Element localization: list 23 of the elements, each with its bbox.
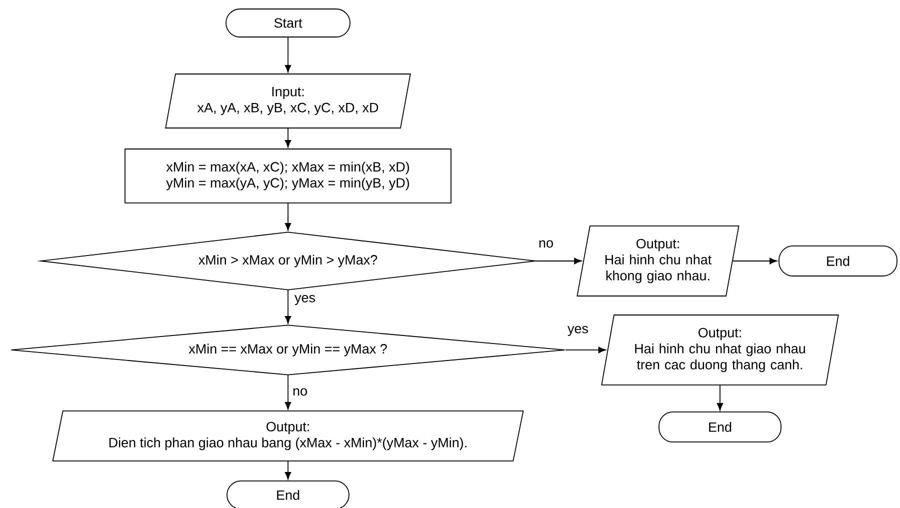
terminal-box: Start (226, 8, 350, 38)
io-parallelogram: Output: Hai hinh chu nhat giao nhau tren cac duong thang canh. (601, 314, 839, 386)
arrow (565, 346, 606, 354)
io-parallelogram: Output: Hai hinh chu nhat khong giao nhau. (576, 226, 740, 296)
edge-label: yes (294, 294, 316, 306)
edge-label: no (292, 387, 309, 397)
edge-label: yes (566, 324, 590, 338)
edge-label: no (538, 239, 555, 249)
arrow (536, 258, 582, 264)
terminal-box: End (658, 412, 782, 442)
arrow (284, 374, 292, 410)
process-box: xMin = max(xA, xC); xMax = min(xB, xD) yMin = max(yA, yC); yMax = min(yB, yD) (124, 148, 452, 204)
arrow (284, 460, 292, 480)
arrow (284, 128, 292, 148)
arrow (732, 258, 778, 264)
arrow (284, 36, 292, 73)
arrow (284, 290, 292, 324)
terminal-box: End (778, 246, 898, 276)
io-parallelogram: Input: xA, yA, xB, yB, xC, yC, xD, xD (165, 74, 411, 128)
arrow (716, 384, 724, 411)
arrow (284, 202, 292, 231)
terminal-box: End (226, 480, 350, 508)
io-parallelogram: Output: Dien tich phan giao nhau bang (xMax - xMin)*(yMax - yMin). (52, 410, 524, 462)
